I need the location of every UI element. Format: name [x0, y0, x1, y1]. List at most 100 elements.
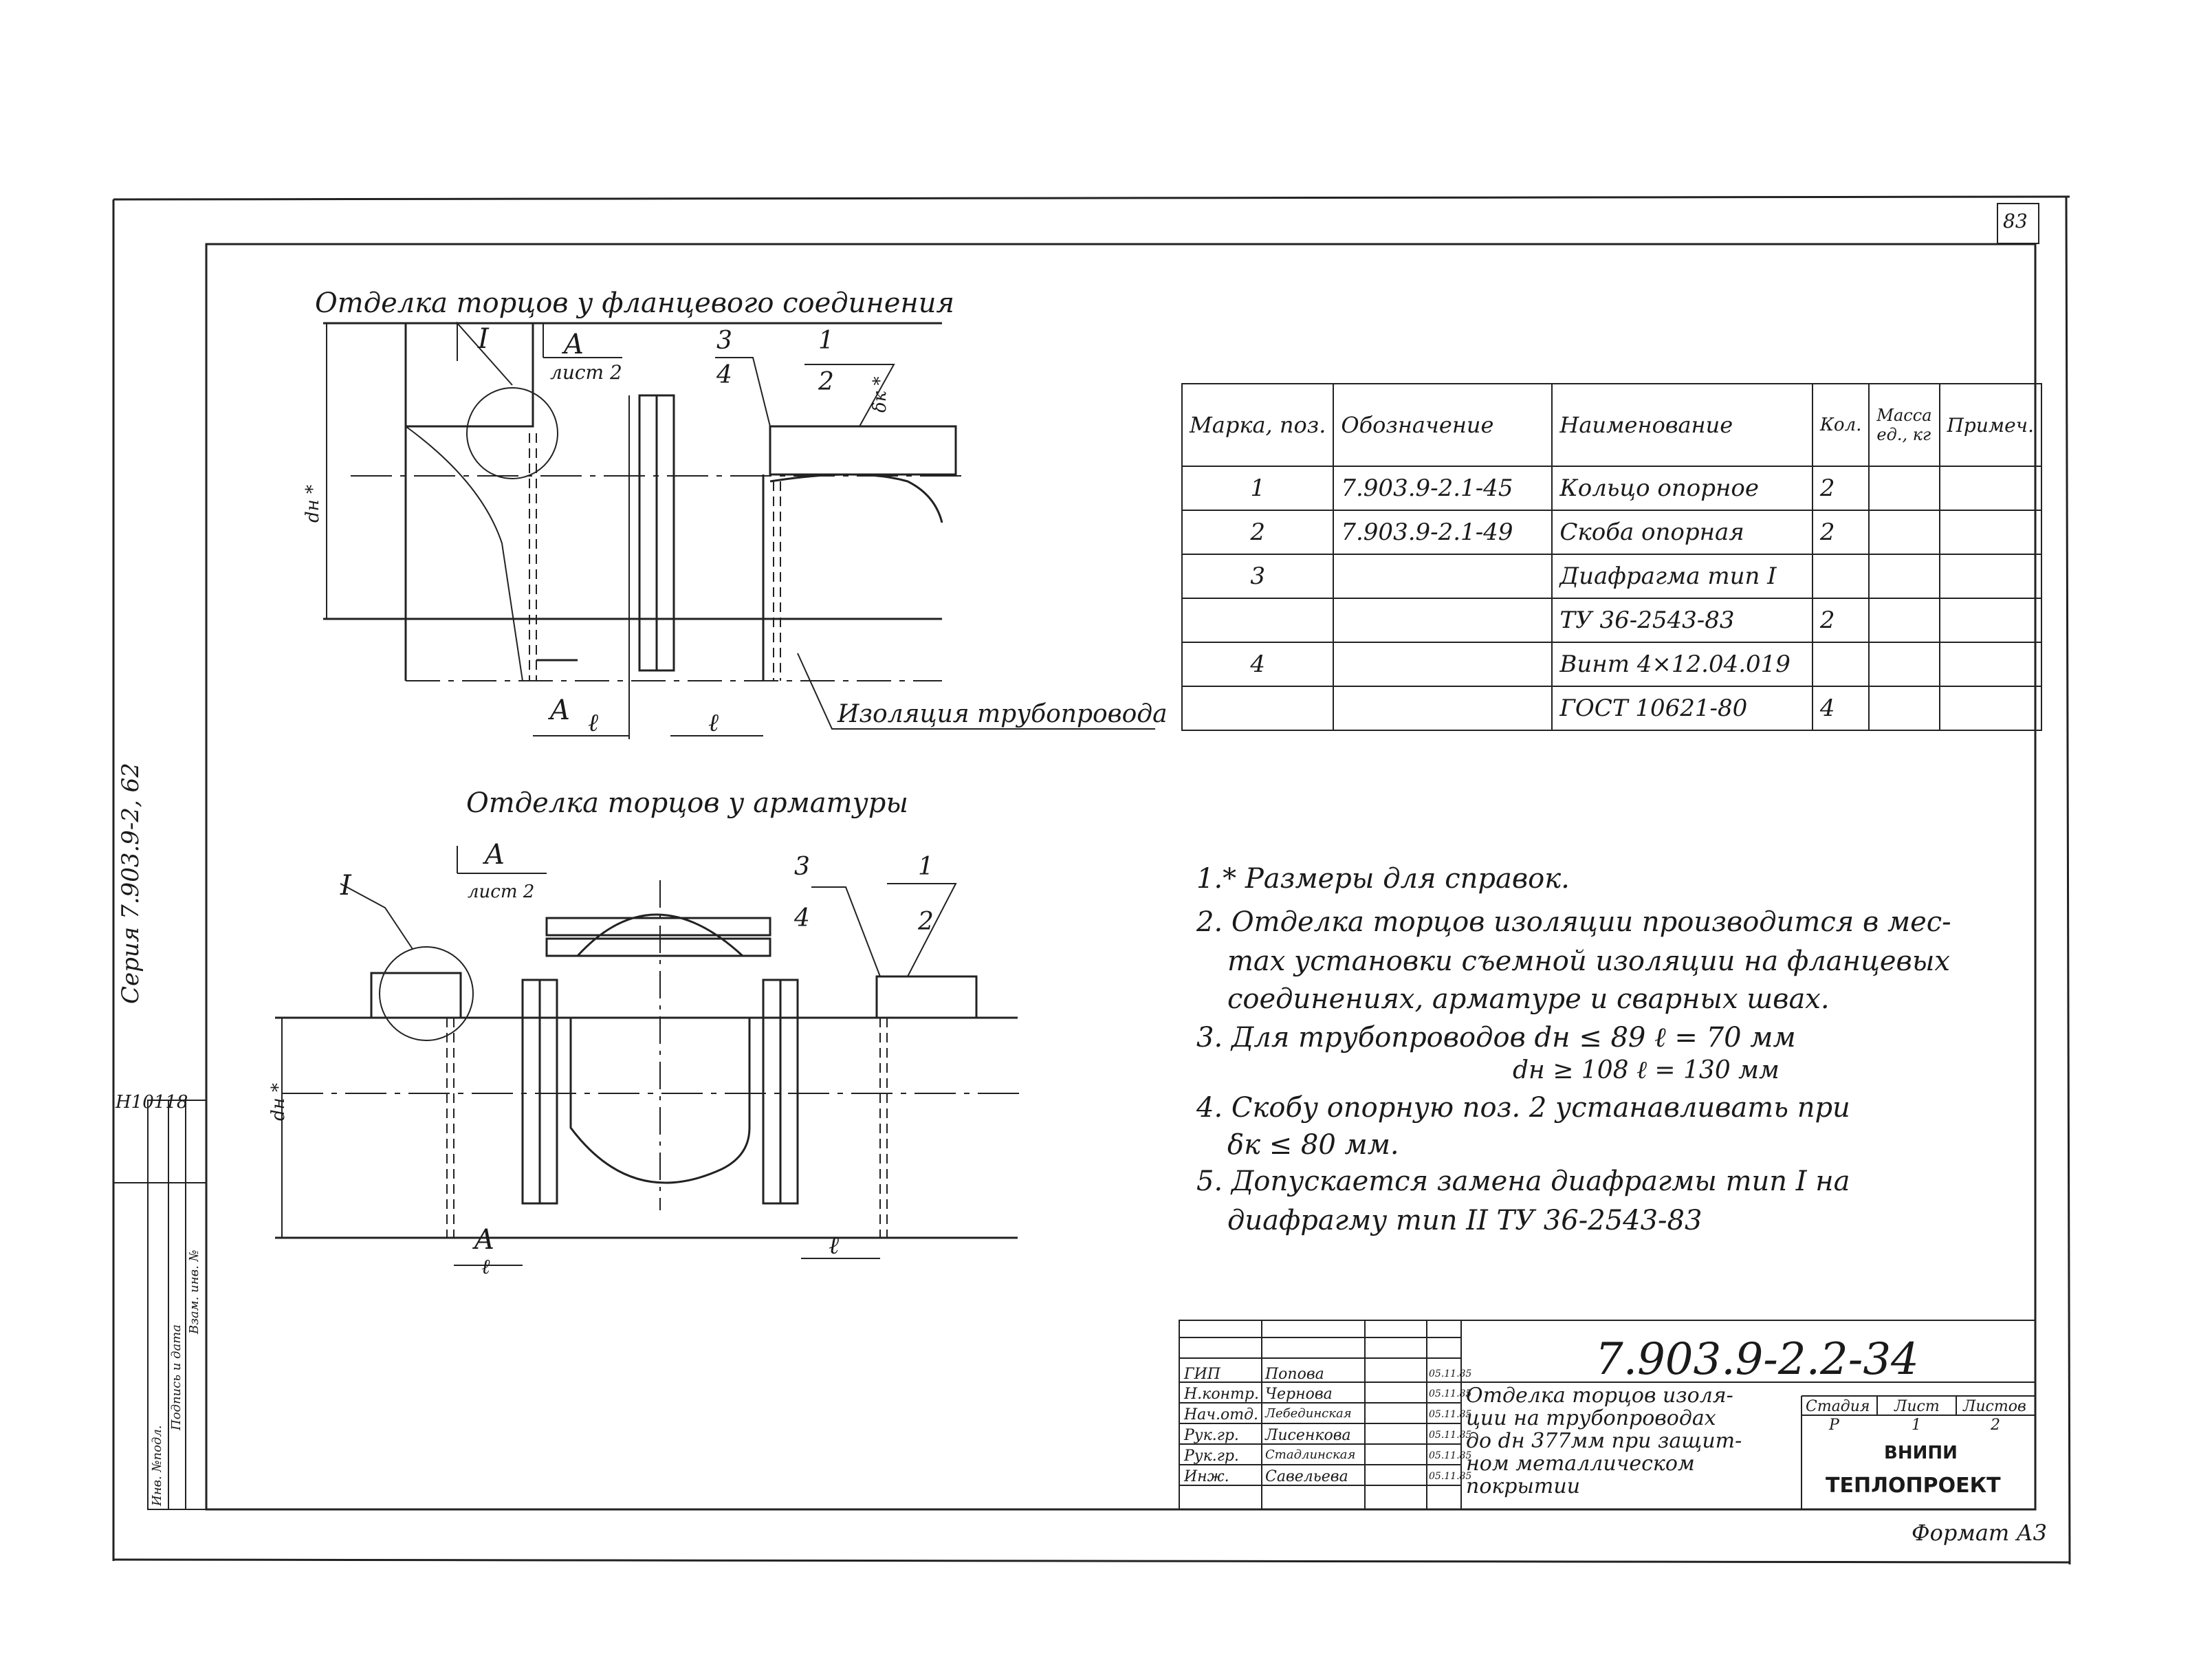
note-line: 5. Допускается замена диафрагмы тип I на [1196, 1166, 1850, 1197]
bottom-dim-dn: dн * [268, 1082, 289, 1121]
note-line: соединениях, арматуре и сварных швах. [1227, 983, 1830, 1015]
tb-role: Рук.гр. [1184, 1448, 1239, 1465]
spec-cell [1333, 598, 1553, 643]
spec-cell [1333, 642, 1553, 687]
tb-description-line: до dн 377мм при защит- [1466, 1429, 1742, 1453]
spec-cell [1938, 554, 2042, 599]
bottom-section-ref: лист 2 [468, 882, 535, 902]
spec-cell: 7.903.9-2.1-45 [1333, 466, 1553, 511]
tb-description-line: покрытии [1466, 1474, 1581, 1498]
top-section-letter: A [564, 329, 584, 360]
spec-cell [1938, 466, 2042, 511]
table-row: 2 7.903.9-2.1-49 Скоба опорная 2 [1181, 510, 2042, 555]
spec-cell [1868, 642, 1940, 687]
spec-cell: 2 [1181, 510, 1335, 555]
top-dim-l-1: ℓ [588, 709, 598, 737]
tb-name: Чернова [1265, 1386, 1333, 1403]
spec-cell: 2 [1811, 510, 1870, 555]
bottom-dim-l-2: ℓ [829, 1232, 839, 1260]
tb-sheet-value: 1 [1912, 1417, 1921, 1434]
spec-header: Обозначение [1333, 383, 1553, 467]
tb-name: Савельева [1265, 1468, 1348, 1485]
bottom-pos-3: 3 [794, 853, 810, 881]
top-pos-2: 2 [818, 368, 834, 396]
spec-cell: 1 [1181, 466, 1335, 511]
spec-cell [1811, 554, 1870, 599]
spec-cell [1333, 554, 1553, 599]
spec-cell [1938, 642, 2042, 687]
table-row: 4 Винт 4×12.04.019 [1181, 642, 2042, 687]
tb-name: Лисенкова [1265, 1427, 1351, 1444]
spec-cell: 7.903.9-2.1-49 [1333, 510, 1553, 555]
note-line: δк ≤ 80 мм. [1227, 1129, 1399, 1161]
tb-sheet-label: Лист [1894, 1398, 1940, 1415]
top-dim-dk: δк * [870, 376, 890, 413]
doc-code: 7.903.9-2.2-34 [1595, 1334, 1919, 1385]
spec-cell [1868, 554, 1940, 599]
top-section-ref: лист 2 [550, 361, 622, 384]
tb-description-line: ном металлическом [1466, 1452, 1695, 1476]
spec-cell [1868, 466, 1940, 511]
top-dim-l-2: ℓ [708, 709, 719, 737]
tb-role: ГИП [1184, 1366, 1220, 1383]
spec-cell [1333, 686, 1553, 731]
side-series-label: Серия 7.903.9-2, 62 [117, 763, 144, 1004]
bottom-pos-4: 4 [794, 904, 810, 932]
note-line: диафрагму тип II ТУ 36-2543-83 [1227, 1205, 1702, 1236]
tb-date: 05.11.85 [1429, 1450, 1472, 1461]
tb-date: 05.11.85 [1429, 1388, 1472, 1399]
spec-cell: Диафрагма тип I [1551, 554, 1813, 599]
tb-name: Стадлинская [1265, 1448, 1356, 1462]
tb-stage-label: Стадия [1806, 1398, 1870, 1415]
top-view-title: Отделка торцов у фланцевого соединения [315, 287, 954, 319]
table-row: ГОСТ 10621-80 4 [1181, 686, 2042, 731]
spec-header: Масса ед., кг [1868, 383, 1940, 467]
tb-date: 05.11.85 [1429, 1368, 1472, 1379]
bottom-callout-roman: I [340, 870, 351, 902]
side-stamp-inv: Инв. №подл. [150, 1425, 164, 1506]
spec-cell [1181, 598, 1335, 643]
tb-stage-value: Р [1829, 1417, 1839, 1434]
top-callout-roman: I [478, 323, 489, 355]
top-dim-dn: dн * [303, 484, 323, 523]
spec-cell: Скоба опорная [1551, 510, 1813, 555]
spec-cell [1938, 598, 2042, 643]
tb-role: Рук.гр. [1184, 1427, 1239, 1444]
bottom-pos-1: 1 [918, 853, 934, 881]
spec-cell [1868, 598, 1940, 643]
spec-cell: 2 [1811, 598, 1870, 643]
tb-date: 05.11.85 [1429, 1409, 1472, 1420]
spec-cell: Винт 4×12.04.019 [1551, 642, 1813, 687]
note-line: 3. Для трубопроводов dн ≤ 89 ℓ = 70 мм [1196, 1022, 1796, 1053]
spec-cell [1938, 510, 2042, 555]
top-section-letter-bottom: A [550, 695, 570, 726]
tb-sheets-label: Листов [1963, 1398, 2026, 1415]
note-line: тах установки съемной изоляции на фланце… [1227, 946, 1950, 977]
org-name-2: ТЕПЛОПРОЕКТ [1826, 1474, 2001, 1498]
tb-role: Нач.отд. [1184, 1406, 1259, 1423]
tb-date: 05.11.85 [1429, 1430, 1472, 1441]
org-name-1: ВНИПИ [1884, 1443, 1958, 1463]
top-pos-4: 4 [716, 361, 732, 389]
note-line: dн ≥ 108 ℓ = 130 мм [1513, 1056, 1780, 1084]
spec-header: Кол. [1811, 383, 1870, 467]
tb-date: 05.11.85 [1429, 1471, 1472, 1482]
spec-header: Наименование [1551, 383, 1813, 467]
tb-role: Инж. [1184, 1468, 1229, 1485]
top-pos-1: 1 [818, 327, 834, 355]
tb-description-line: Отделка торцов изоля- [1466, 1384, 1733, 1408]
note-line: 4. Скобу опорную поз. 2 устанавливать пр… [1196, 1092, 1850, 1124]
table-row: 3 Диафрагма тип I [1181, 554, 2042, 599]
spec-header: Марка, поз. [1181, 383, 1335, 467]
tb-name: Лебединская [1265, 1406, 1352, 1421]
tb-name: Попова [1265, 1366, 1324, 1383]
spec-header-row: Марка, поз. Обозначение Наименование Кол… [1181, 383, 2042, 467]
bottom-view-title: Отделка торцов у арматуры [466, 787, 908, 819]
table-row: ТУ 36-2543-83 2 [1181, 598, 2042, 643]
side-stamp-sign: Подпись и дата [169, 1324, 184, 1430]
spec-cell: ГОСТ 10621-80 [1551, 686, 1813, 731]
spec-cell: 2 [1811, 466, 1870, 511]
sheet-number: 83 [2003, 210, 2028, 232]
tb-description-line: ции на трубопроводах [1466, 1406, 1716, 1430]
spec-cell: Кольцо опорное [1551, 466, 1813, 511]
